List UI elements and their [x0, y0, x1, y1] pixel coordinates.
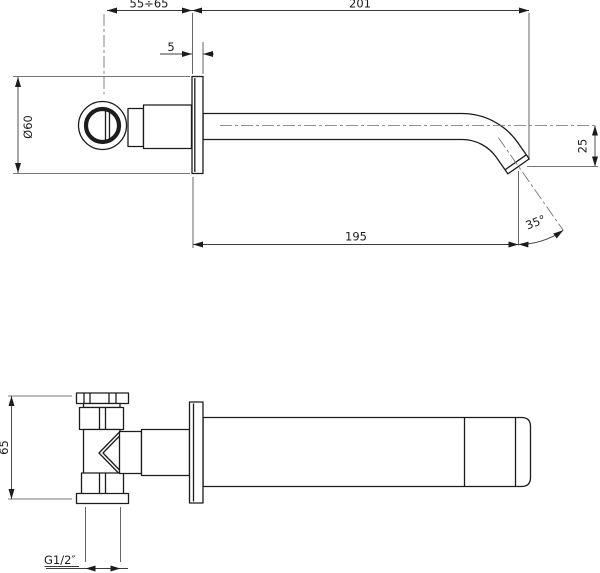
- dimension-label: 65: [0, 440, 11, 455]
- upper-nut: [78, 406, 125, 431]
- valve-body: [142, 104, 193, 150]
- bottom-cap: [75, 492, 130, 505]
- arrowhead: [110, 565, 121, 572]
- arrowhead: [8, 396, 15, 406]
- dimension-flange-diameter: Ø60: [15, 77, 35, 173]
- dimension-label: 55÷65: [130, 0, 169, 11]
- wall-flange-plan: [188, 401, 204, 504]
- arrowhead: [553, 230, 564, 239]
- arrowhead: [592, 125, 598, 136]
- dimension-label: 25: [576, 139, 590, 154]
- arrowhead: [519, 7, 529, 14]
- adapter-cylinder: [118, 430, 143, 475]
- handle: [77, 100, 128, 151]
- dimension-label: 201: [349, 0, 371, 11]
- valve-tee-body: [75, 392, 191, 505]
- side-view: 55÷65 201 5 Ø60: [13, 0, 598, 248]
- lower-nut: [80, 472, 125, 496]
- dimension-label: Ø60: [21, 115, 35, 139]
- cone-edge-line: [102, 435, 121, 471]
- arrowhead: [508, 241, 519, 248]
- arrowhead: [15, 163, 21, 173]
- cone-edge-line: [98, 431, 121, 475]
- spout-tube: [202, 112, 530, 175]
- dimension-label: 195: [345, 230, 367, 244]
- dimension-thread-size: G1/2″: [44, 507, 128, 572]
- dimension-total-length: 201: [192, 0, 529, 14]
- dimension-outlet-angle: 35°: [498, 137, 564, 248]
- body-cylinder: [140, 428, 191, 477]
- handle-collar: [127, 107, 145, 148]
- dimension-label: 35°: [524, 212, 548, 232]
- arrowhead: [518, 241, 529, 248]
- arrowhead: [182, 51, 192, 57]
- arrowhead: [8, 489, 15, 499]
- arrowhead: [107, 7, 117, 14]
- dimension-flange-thickness: 5: [160, 40, 214, 57]
- dimension-label: G1/2″: [44, 553, 76, 567]
- handle-ring: [83, 106, 122, 145]
- dimension-drop-height: 25: [527, 125, 598, 167]
- arrowhead: [193, 241, 203, 248]
- dimension-body-height: 65: [0, 395, 72, 500]
- spout-tube-plan: [202, 416, 532, 488]
- plan-view: 65: [0, 392, 532, 572]
- outlet-axis-line: [498, 137, 564, 231]
- wall-flange: [191, 75, 204, 175]
- dimension-depth-range: 55÷65: [107, 0, 192, 14]
- dimension-label: 5: [167, 40, 174, 54]
- dimension-spout-reach: 195: [193, 230, 519, 248]
- arrowhead: [203, 51, 213, 57]
- arrowhead: [182, 7, 192, 14]
- arrowhead: [192, 7, 202, 14]
- arrowhead: [15, 77, 21, 87]
- arrowhead: [85, 565, 96, 572]
- arrowhead: [592, 156, 598, 167]
